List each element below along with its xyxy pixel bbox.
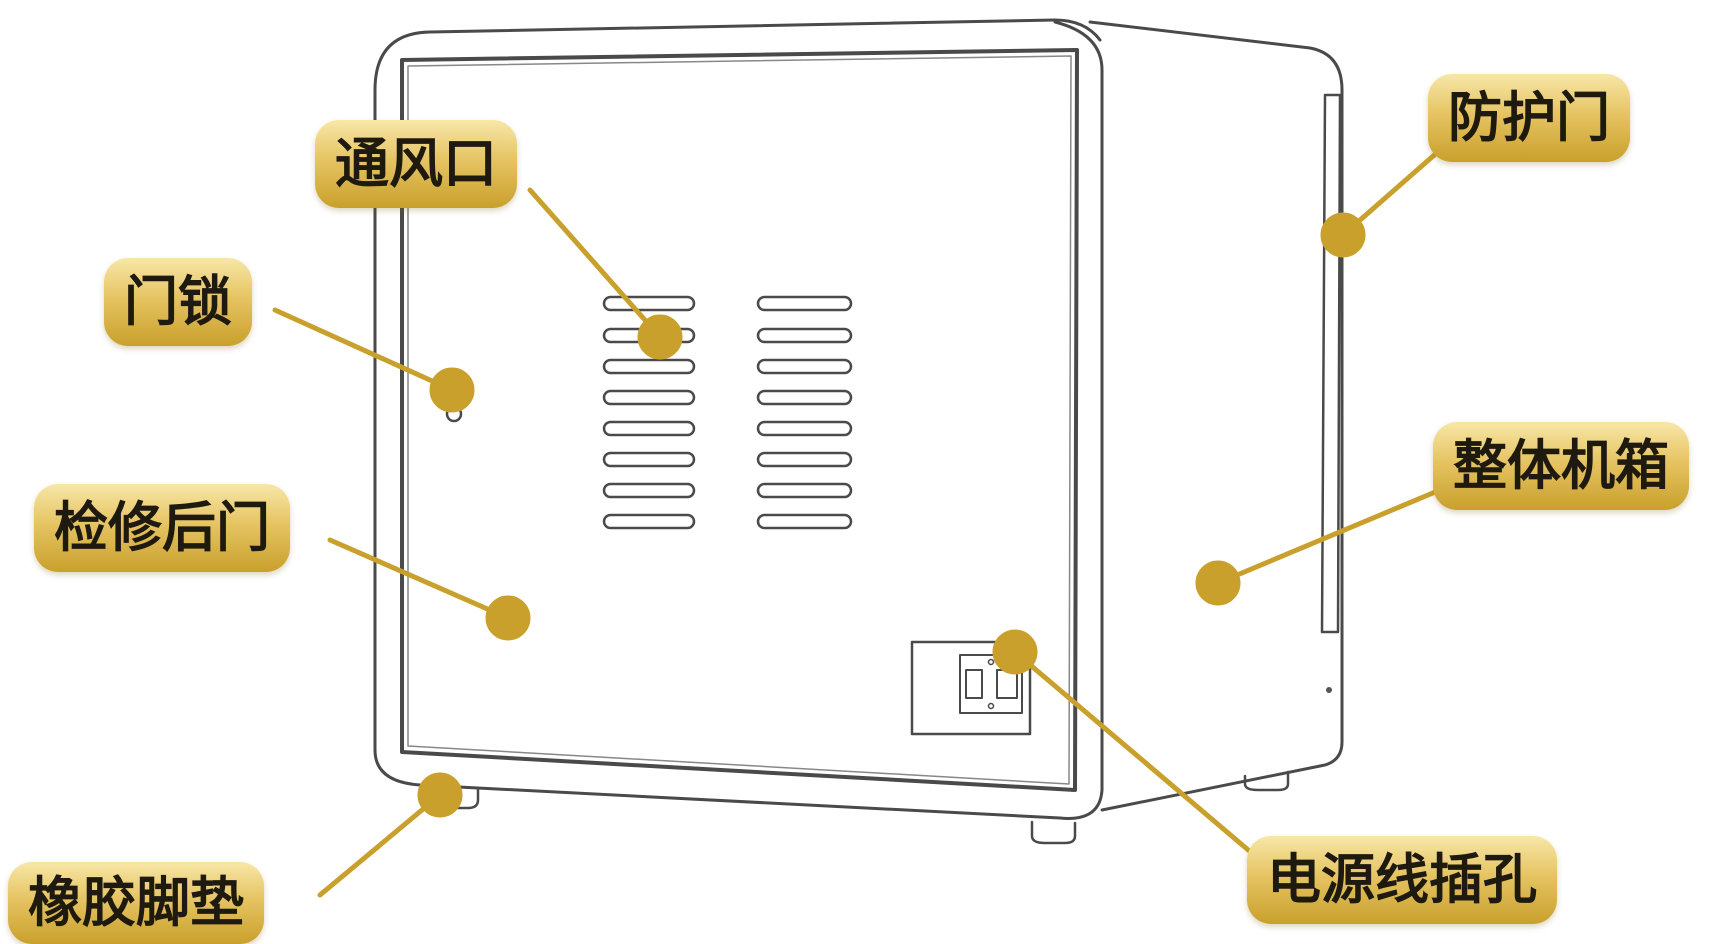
dot-vent	[637, 314, 683, 360]
vent-left-column	[602, 295, 696, 530]
dot-protective-door	[1320, 212, 1366, 258]
protective-door-edge	[1320, 93, 1342, 634]
dot-cabinet-body	[1195, 560, 1241, 606]
rubber-foot-center	[1030, 820, 1077, 845]
callout-protective-door: 防护门	[1428, 74, 1630, 162]
vent-right-column	[756, 295, 853, 530]
callout-rubber-feet: 橡胶脚垫	[8, 862, 264, 944]
rear-door-panel	[400, 48, 1079, 792]
callout-cabinet-body: 整体机箱	[1433, 422, 1689, 510]
callout-rear-door: 检修后门	[34, 484, 290, 572]
rubber-foot-right	[1243, 770, 1290, 792]
leader-cabinet-body	[1215, 487, 1443, 586]
leader-power-socket	[1012, 649, 1263, 863]
dot-door-lock	[429, 367, 475, 413]
leader-vent	[527, 187, 663, 340]
leader-door-lock	[272, 307, 455, 393]
leader-rear-door	[327, 537, 511, 621]
dot-rubber-feet	[417, 772, 463, 818]
power-socket-plate	[910, 640, 1032, 736]
dot-rear-door	[485, 595, 531, 641]
callout-vent: 通风口	[315, 120, 517, 208]
callout-door-lock: 门锁	[104, 258, 252, 346]
dot-power-socket	[992, 629, 1038, 675]
leader-rubber-feet	[317, 792, 443, 898]
cabinet-side-panel	[1088, 20, 1344, 812]
callout-power-socket: 电源线插孔	[1247, 836, 1557, 924]
cabinet-top-edge	[428, 18, 1102, 42]
